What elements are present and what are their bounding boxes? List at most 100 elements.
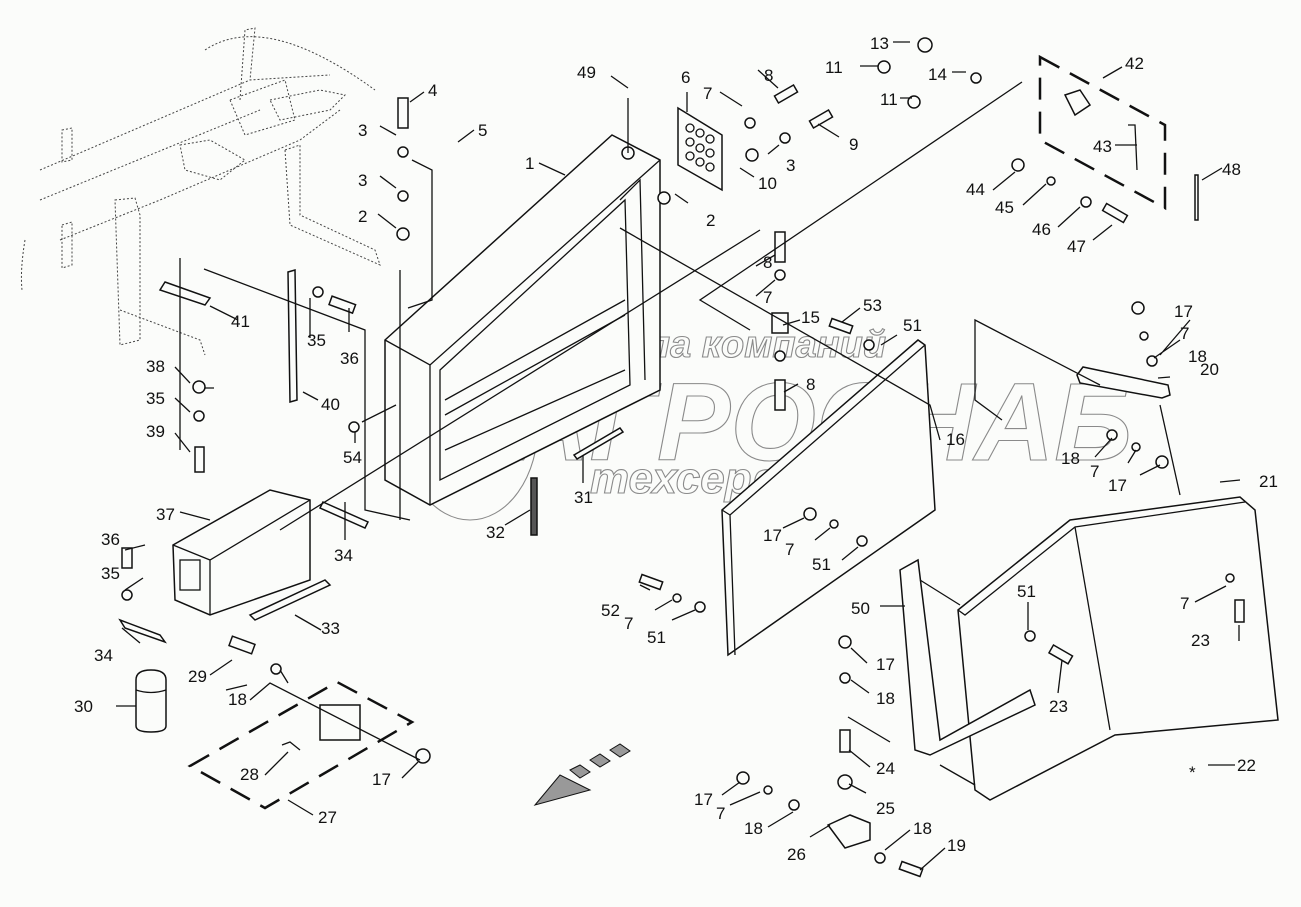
callout-30: 30 xyxy=(74,697,93,716)
note-asterisk: * xyxy=(1189,763,1196,782)
callout-51: 51 xyxy=(1017,582,1036,601)
callout-35: 35 xyxy=(146,389,165,408)
callout-4: 4 xyxy=(428,81,437,100)
callout-17: 17 xyxy=(1108,476,1127,495)
callout-20: 20 xyxy=(1200,360,1219,379)
callout-51: 51 xyxy=(647,628,666,647)
callout-13: 13 xyxy=(870,34,889,53)
callout-11: 11 xyxy=(880,90,898,109)
callout-33: 33 xyxy=(321,619,340,638)
callout-28: 28 xyxy=(240,765,259,784)
callout-15: 15 xyxy=(801,308,820,327)
callout-27: 27 xyxy=(318,808,337,827)
callout-7: 7 xyxy=(1180,324,1189,343)
callout-47: 47 xyxy=(1067,237,1086,256)
callout-31: 31 xyxy=(574,488,593,507)
callout-35: 35 xyxy=(101,564,120,583)
callout-9: 9 xyxy=(849,135,858,154)
callout-34: 34 xyxy=(334,546,353,565)
callout-36: 36 xyxy=(340,349,359,368)
callout-42: 42 xyxy=(1125,54,1144,73)
callout-18: 18 xyxy=(913,819,932,838)
callout-labels: 49 4 3 5 3 2 1 6 7 8 9 3 10 2 13 11 14 1… xyxy=(74,34,1278,864)
callout-7: 7 xyxy=(1180,594,1189,613)
callout-22: 22 xyxy=(1237,756,1256,775)
callout-23: 23 xyxy=(1191,631,1210,650)
callout-18: 18 xyxy=(876,689,895,708)
callout-18: 18 xyxy=(228,690,247,709)
callout-51: 51 xyxy=(812,555,831,574)
callout-52: 52 xyxy=(601,601,620,620)
direction-arrow xyxy=(533,743,631,806)
callout-40: 40 xyxy=(321,395,340,414)
callout-46: 46 xyxy=(1032,220,1051,239)
callout-17: 17 xyxy=(876,655,895,674)
callout-7: 7 xyxy=(763,288,772,307)
part-side-panel xyxy=(721,339,936,657)
callout-17: 17 xyxy=(763,526,782,545)
fasteners xyxy=(121,37,1245,878)
callout-19: 19 xyxy=(947,836,966,855)
callout-2: 2 xyxy=(358,207,367,226)
callout-17: 17 xyxy=(694,790,713,809)
callout-35: 35 xyxy=(307,331,326,350)
callout-37: 37 xyxy=(156,505,175,524)
vehicle-frame xyxy=(20,27,381,356)
callout-7: 7 xyxy=(1090,462,1099,481)
callout-3: 3 xyxy=(786,156,795,175)
callout-8: 8 xyxy=(764,66,773,85)
callout-3: 3 xyxy=(358,171,367,190)
callout-6: 6 xyxy=(681,68,690,87)
callout-8: 8 xyxy=(763,253,772,272)
callout-8: 8 xyxy=(806,375,815,394)
callout-39: 39 xyxy=(146,422,165,441)
callout-45: 45 xyxy=(995,198,1014,217)
callout-54: 54 xyxy=(343,448,362,467)
callout-23: 23 xyxy=(1049,697,1068,716)
callout-26: 26 xyxy=(787,845,806,864)
callout-7: 7 xyxy=(716,804,725,823)
callout-41: 41 xyxy=(231,312,250,331)
part-box-housing xyxy=(384,134,661,506)
callout-43: 43 xyxy=(1093,137,1112,156)
part-bracket xyxy=(899,558,1036,756)
callout-21: 21 xyxy=(1259,472,1278,491)
callout-7: 7 xyxy=(624,614,633,633)
callout-29: 29 xyxy=(188,667,207,686)
part-bolt-kit-outline xyxy=(1038,54,1167,211)
part-fender xyxy=(957,496,1279,801)
callout-17: 17 xyxy=(1174,302,1193,321)
callout-48: 48 xyxy=(1222,160,1241,179)
callout-1: 1 xyxy=(525,154,534,173)
callout-7: 7 xyxy=(785,540,794,559)
callout-3: 3 xyxy=(358,121,367,140)
callout-32: 32 xyxy=(486,523,505,542)
callout-49: 49 xyxy=(577,63,596,82)
callout-36: 36 xyxy=(101,530,120,549)
callout-53: 53 xyxy=(863,296,882,315)
leader-lines xyxy=(116,41,1241,871)
callout-14: 14 xyxy=(928,65,947,84)
part-kit-outline xyxy=(187,680,415,810)
misc-strips xyxy=(118,269,625,644)
callout-38: 38 xyxy=(146,357,165,376)
callout-18: 18 xyxy=(1188,347,1207,366)
part-plate-grommet xyxy=(677,106,723,192)
callout-11: 11 xyxy=(825,58,843,77)
callout-2: 2 xyxy=(706,211,715,230)
callout-17: 17 xyxy=(372,770,391,789)
callout-44: 44 xyxy=(966,180,985,199)
callout-18: 18 xyxy=(1061,449,1080,468)
part-container xyxy=(135,669,167,733)
part-battery xyxy=(172,489,311,616)
callout-16: 16 xyxy=(946,430,965,449)
part-bracket-top xyxy=(1076,366,1171,399)
callout-5: 5 xyxy=(478,121,487,140)
callout-51: 51 xyxy=(903,316,922,335)
callout-34: 34 xyxy=(94,646,113,665)
callout-50: 50 xyxy=(851,599,870,618)
callout-25: 25 xyxy=(876,799,895,818)
callout-24: 24 xyxy=(876,759,895,778)
callout-10: 10 xyxy=(758,174,777,193)
